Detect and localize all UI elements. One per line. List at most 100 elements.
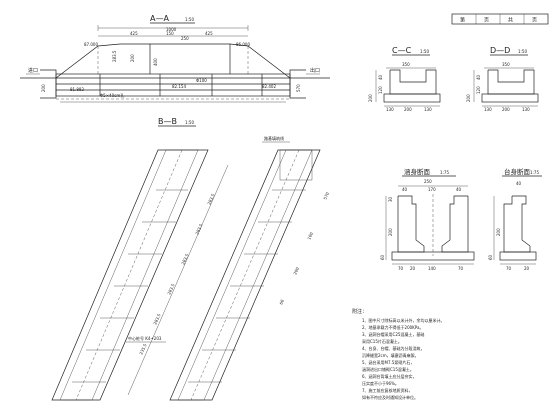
culvert-title: 涵身断面 — [404, 167, 431, 176]
cc-dim-top: 350 — [402, 62, 410, 67]
note-line: 沉降缝宽2cm，填塞沥青麻絮。 — [362, 352, 419, 358]
culvert-dim-h2: 200 — [388, 228, 393, 236]
bb-dim: 60 — [278, 298, 285, 305]
dd-dim-b3: 130 — [522, 107, 530, 112]
dd-dim-b1: 130 — [484, 107, 492, 112]
abut-title: 台身断面 — [504, 167, 531, 176]
dd-dim-h3: 200 — [466, 94, 471, 102]
abut-dim-top: 40 — [516, 181, 522, 186]
culvert-dim-b1: 70 — [398, 266, 404, 271]
abut-dim-h2: 60 — [488, 254, 493, 260]
note-line: 6、涵洞台背填土应分层夯实， — [362, 373, 417, 379]
culvert-dim-s2: 170 — [428, 187, 436, 192]
culvert-dim-h1: 30 — [388, 196, 393, 202]
bb-dim: 283.5 — [194, 222, 203, 235]
note-line: 3、涵洞台帽采用C25混凝土，基础 — [362, 331, 424, 337]
aa-dim-mid: 150 — [166, 31, 174, 36]
abut-dim-h1: 200 — [496, 228, 501, 236]
section-dd-title: D—D — [490, 46, 510, 55]
aa-dim-v1: 200 — [130, 54, 135, 62]
notes-block: 附注： 1、图中尺寸除标高以米计外，余均以厘米计。 2、地基承载力不得低于200… — [352, 308, 445, 400]
aa-dim-v2: 283.5 — [112, 50, 117, 62]
culvert-dim-h3: 60 — [380, 254, 385, 260]
aa-dim-total: 1000 — [166, 27, 177, 32]
cc-dim-h2: 120 — [378, 86, 383, 94]
section-cc: C—C 1:50 350 40 120 200 130 200 130 — [368, 46, 441, 112]
bb-dim: 283.5 — [206, 192, 215, 205]
culvert-dim-b2: 140 — [428, 266, 436, 271]
cc-dim-b2: 200 — [404, 107, 412, 112]
note-line: 压实度不小于96%。 — [362, 380, 399, 386]
notes-heading: 附注： — [352, 308, 367, 315]
title-block-cell: 页 — [484, 18, 489, 24]
bb-note-top: 路基填筑线 — [264, 135, 284, 141]
aa-elev-mid: 82.154 — [172, 84, 186, 89]
aa-elev-right: 86.000 — [236, 42, 250, 47]
title-block-cell: 共 — [508, 17, 513, 24]
title-block-cell: 第 — [460, 17, 465, 24]
aa-elev-lowleft: 81.882 — [70, 87, 84, 92]
note-line: 5、涵台采用M7.5浆砌片石， — [362, 359, 414, 365]
section-cc-title: C—C — [392, 46, 412, 55]
note-line: 2、地基承载力不得低于200KPa。 — [362, 324, 424, 330]
bb-dim: 283.5 — [152, 312, 161, 325]
culvert-dim-top: 250 — [424, 179, 432, 184]
cc-dim-h1: 40 — [378, 74, 383, 80]
aa-label-inlet: 进口 — [28, 67, 38, 74]
title-block-cell: 页 — [532, 18, 537, 24]
bb-dim: 283.5 — [180, 252, 189, 265]
bb-dim: 235.5 — [138, 342, 147, 355]
dd-dim-top: 350 — [502, 62, 510, 67]
section-culvert: 涵身断面 1:75 250 40 170 40 30 200 60 70 140… — [380, 167, 475, 271]
section-bb: B—B 1:50 283.5 283.5 283.5 283.5 283.5 — [51, 117, 330, 401]
dd-dim-b2: 200 — [502, 107, 510, 112]
aa-dim-v5: 570 — [296, 84, 301, 92]
aa-dim-v4: 200 — [41, 84, 46, 92]
title-block: 第 页 共 页 — [451, 13, 549, 25]
bb-dim: 200 — [292, 266, 300, 275]
culvert-scale: 1:75 — [440, 170, 449, 175]
aa-dim-deck: 250 — [181, 36, 189, 41]
bb-dim: 283.5 — [166, 282, 175, 295]
culvert-dim-b3: 70 — [458, 266, 464, 271]
note-line: 1、图中尺寸除标高以米计外，余均以厘米计。 — [362, 317, 445, 323]
bb-note-bottom: 中心桩号 K4+203 — [128, 335, 162, 341]
culvert-dim-b4: 20 — [410, 266, 416, 271]
abut-scale: 1:75 — [530, 170, 539, 175]
culvert-dim-s1: 40 — [402, 187, 408, 192]
aa-dim-left: 425 — [130, 31, 138, 36]
abut-dim-b2: 20 — [524, 266, 530, 271]
section-aa-title: A—A — [150, 14, 169, 23]
aa-dim-right: 425 — [205, 31, 213, 36]
aa-pipe-note: Φ5×40cm孔 — [100, 92, 124, 98]
aa-label-outlet: 出口 — [310, 67, 320, 74]
aa-pipe: Φ100 — [196, 78, 207, 83]
aa-dim-v3: 400 — [153, 58, 158, 66]
cc-dim-b3: 130 — [424, 107, 432, 112]
note-line: 7、施工前应复核地质资料， — [362, 387, 413, 393]
section-bb-title: B—B — [158, 117, 177, 126]
section-aa: A—A 1:50 1000 425 150 425 250 87.000 86.… — [20, 14, 330, 103]
bb-dim: 570 — [322, 191, 330, 200]
note-line: 采用C15片石混凝土。 — [362, 338, 402, 344]
section-dd-scale: 1:50 — [518, 49, 527, 54]
section-cc-scale: 1:50 — [420, 49, 429, 54]
dd-dim-h1: 40 — [476, 74, 481, 80]
note-line: 涵洞进出口铺砌C15混凝土。 — [362, 366, 414, 372]
aa-elev-low: 82.402 — [262, 84, 276, 89]
abut-dim-b1: 70 — [506, 266, 512, 271]
section-abutment: 台身断面 1:75 40 200 60 70 20 — [488, 167, 542, 271]
aa-elev-left: 87.000 — [84, 42, 98, 47]
dd-dim-h2: 120 — [476, 86, 481, 94]
cc-dim-h3: 200 — [368, 94, 373, 102]
bb-dim: 100 — [306, 231, 314, 240]
note-line: 4、台身、台帽、基础为分段浇筑， — [362, 345, 425, 351]
section-aa-scale: 1:50 — [185, 17, 194, 22]
section-bb-scale: 1:50 — [185, 120, 194, 125]
note-line: 如有不符应及时通知设计单位。 — [362, 394, 418, 400]
culvert-dim-s3: 40 — [456, 187, 462, 192]
cc-dim-b1: 130 — [386, 107, 394, 112]
section-dd: D—D 1:50 350 40 120 200 130 200 130 — [466, 46, 539, 112]
